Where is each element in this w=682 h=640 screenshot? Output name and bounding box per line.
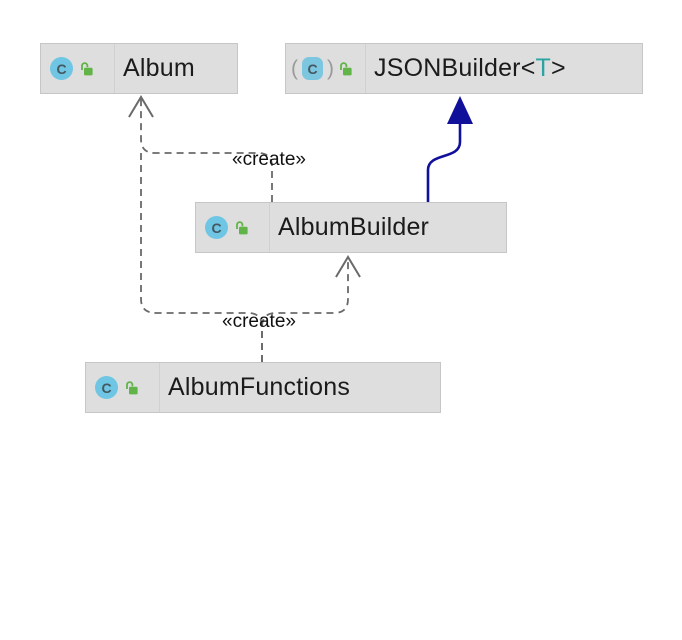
node-icon-cell: C xyxy=(86,363,160,412)
public-unlocked-padlock-icon xyxy=(81,61,93,75)
class-node-album[interactable]: C Album xyxy=(40,43,238,94)
node-icon-cell: C xyxy=(196,203,270,252)
class-name-label: JSONBuilder<T> xyxy=(374,54,566,83)
class-icon: C xyxy=(50,57,73,80)
class-icon: C xyxy=(205,216,228,239)
class-icon: C xyxy=(302,57,323,80)
class-node-albumfunctions[interactable]: C AlbumFunctions xyxy=(85,362,441,413)
class-name-suffix: > xyxy=(550,54,566,82)
inheritance-line xyxy=(426,123,462,202)
node-icon-cell: ( C ) xyxy=(286,44,366,93)
edge-albumbuilder-to-jsonbuilder[interactable] xyxy=(426,96,473,202)
filled-triangle-arrowhead-icon xyxy=(447,96,473,124)
create-stereotype-label: «create» xyxy=(222,311,296,332)
public-unlocked-padlock-icon xyxy=(126,380,138,394)
dependency-line xyxy=(261,259,349,362)
create-stereotype-label: «create» xyxy=(232,149,306,170)
public-unlocked-padlock-icon xyxy=(236,220,248,234)
external-paren-close: ) xyxy=(327,57,334,80)
class-node-albumbuilder[interactable]: C AlbumBuilder xyxy=(195,202,507,253)
external-paren-open: ( xyxy=(291,57,298,80)
edge-albumfunctions-to-album[interactable] xyxy=(140,148,263,362)
class-name-prefix: JSONBuilder< xyxy=(374,54,536,82)
class-icon: C xyxy=(95,376,118,399)
open-arrowhead-icon xyxy=(128,95,154,118)
public-unlocked-padlock-icon xyxy=(340,61,352,75)
open-arrowhead-icon xyxy=(335,255,361,278)
edge-albumbuilder-to-album[interactable] xyxy=(128,95,273,202)
edge-albumfunctions-to-albumbuilder[interactable] xyxy=(261,255,361,362)
class-name-label: AlbumBuilder xyxy=(278,213,430,241)
class-node-jsonbuilder[interactable]: ( C ) JSONBuilder<T> xyxy=(285,43,643,94)
class-name-label: Album xyxy=(123,54,195,82)
generic-type-param: T xyxy=(535,54,551,82)
class-name-label: AlbumFunctions xyxy=(168,373,351,401)
dependency-line xyxy=(140,99,273,202)
dependency-line xyxy=(140,148,263,362)
node-icon-cell: C xyxy=(41,44,115,93)
